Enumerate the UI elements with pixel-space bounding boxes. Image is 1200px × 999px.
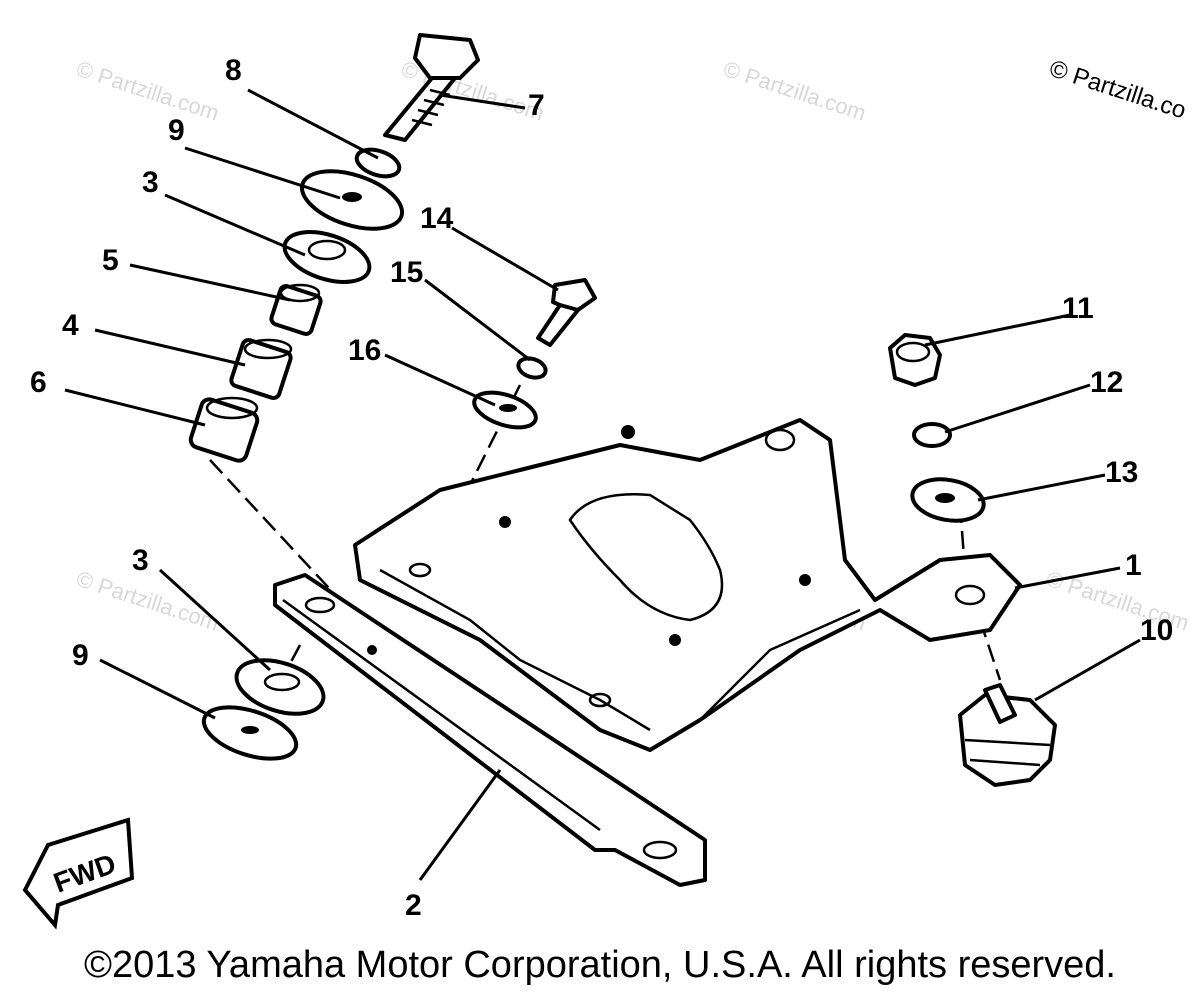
label-part-9-lower: 9 xyxy=(72,639,89,672)
part-11-nut xyxy=(888,333,942,387)
watermark-text: © Partzilla.com xyxy=(720,56,869,126)
label-part-5: 5 xyxy=(102,244,119,277)
part-13-washer xyxy=(910,477,986,523)
fwd-arrow-icon: FWD xyxy=(22,817,135,930)
copyright-notice: ©2013 Yamaha Motor Corporation, U.S.A. A… xyxy=(84,944,1116,986)
part-8-lockwasher xyxy=(354,147,402,179)
part-4-collar xyxy=(229,338,293,400)
part-16-washer xyxy=(472,390,538,430)
part-3-rubber-bottom xyxy=(234,658,326,716)
part-9-washer-bottom xyxy=(201,705,299,761)
part-number-labels: 8 7 9 3 5 4 6 14 15 16 11 12 13 1 10 3 9… xyxy=(30,54,1173,922)
label-part-11: 11 xyxy=(1062,292,1094,325)
label-part-7: 7 xyxy=(528,89,545,122)
label-part-1: 1 xyxy=(1125,549,1142,582)
label-part-3-lower: 3 xyxy=(132,544,149,577)
label-part-12: 12 xyxy=(1090,366,1123,399)
label-part-10: 10 xyxy=(1140,614,1173,647)
label-part-4: 4 xyxy=(62,309,79,342)
part-7-bolt xyxy=(383,33,480,142)
part-1-bracket xyxy=(353,418,1022,752)
part-3-rubber-top xyxy=(282,230,372,284)
label-part-16: 16 xyxy=(348,334,381,367)
part-9-washer-top xyxy=(299,169,405,231)
label-part-6: 6 xyxy=(30,366,47,399)
label-part-13: 13 xyxy=(1105,456,1138,489)
label-part-3: 3 xyxy=(142,166,159,199)
label-part-15: 15 xyxy=(390,256,423,289)
part-5-collar xyxy=(269,283,323,336)
watermark-corner: © Partzilla.co xyxy=(1046,55,1189,124)
part-2-bar xyxy=(273,573,707,887)
watermark-text: © Partzilla.com xyxy=(73,56,222,126)
part-15-washer xyxy=(516,356,548,380)
part-6-collar xyxy=(188,396,260,463)
part-10-mount-damper xyxy=(958,683,1057,787)
leader-lines xyxy=(64,88,1141,881)
label-part-9: 9 xyxy=(168,114,185,147)
label-part-14: 14 xyxy=(420,202,454,235)
label-part-8: 8 xyxy=(225,54,242,87)
part-12-lockwasher xyxy=(912,422,952,448)
part-14-bolt xyxy=(536,278,597,347)
label-part-2: 2 xyxy=(405,889,422,922)
